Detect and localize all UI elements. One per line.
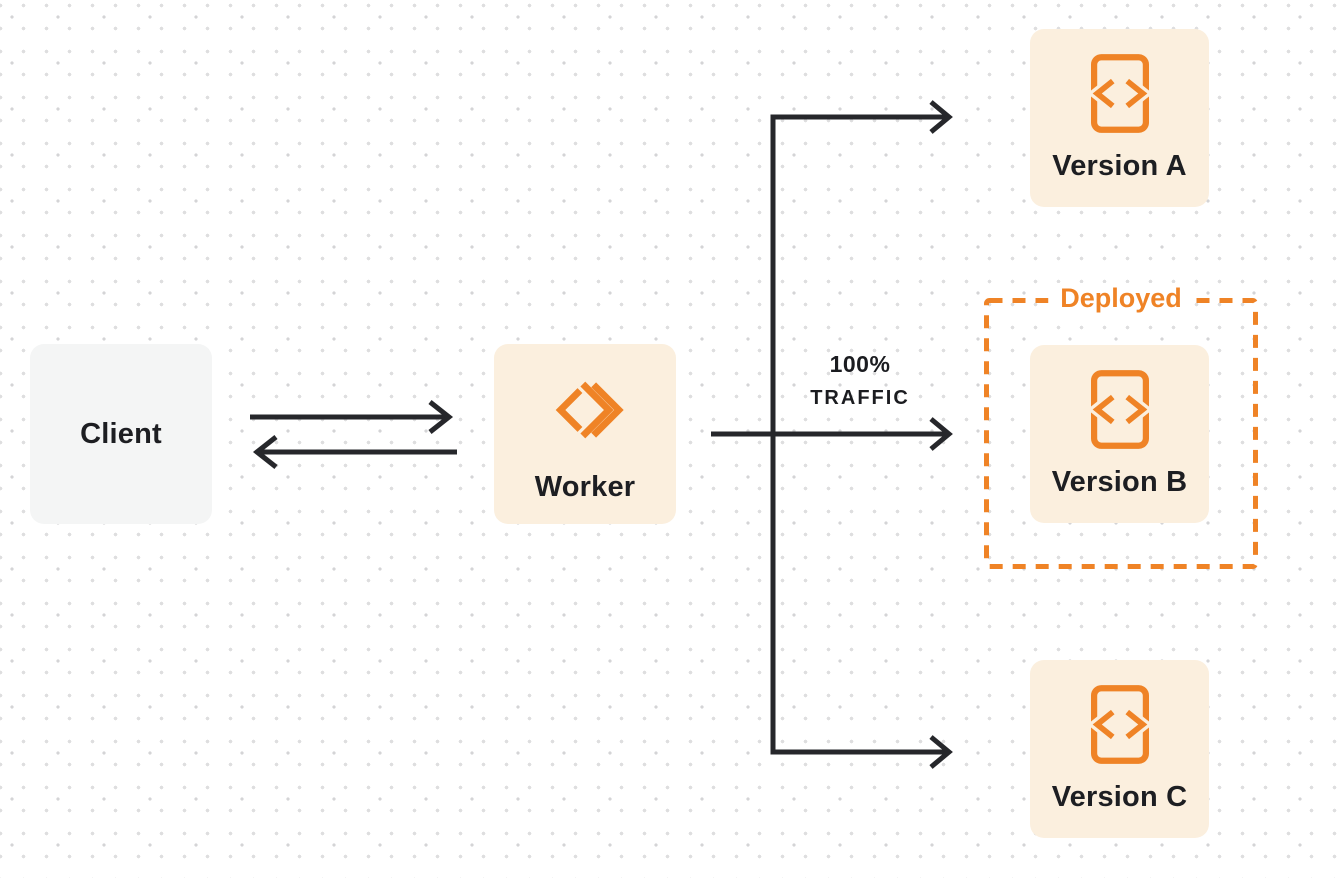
code-file-icon: [1086, 54, 1153, 133]
traffic-percent-text: 100%: [829, 351, 891, 377]
deployed-dashed-border: [984, 298, 1258, 569]
arrow-worker-to-client: [252, 435, 457, 469]
workers-logo-icon: [555, 381, 624, 439]
node-version-c: Version C: [1030, 660, 1209, 838]
node-version-b-label: Version B: [1051, 466, 1188, 498]
deployed-group: Deployed: [984, 283, 1258, 569]
node-worker: Worker: [494, 344, 676, 524]
arrow-branch-version-a-and-c: [770, 100, 953, 769]
code-file-icon: [1086, 370, 1153, 449]
node-client-label: Client: [80, 417, 162, 450]
traffic-edge-label: 100% TRAFFIC: [790, 351, 930, 410]
arrow-worker-to-version-b: [711, 417, 953, 451]
arrow-client-to-worker: [250, 400, 454, 434]
traffic-word-text: TRAFFIC: [810, 387, 910, 409]
node-version-b: Version B: [1030, 345, 1209, 523]
node-worker-label: Worker: [534, 471, 636, 503]
node-version-a: Version A: [1030, 29, 1209, 207]
deployed-group-label: Deployed: [1048, 283, 1194, 313]
node-client: Client: [30, 344, 212, 524]
code-file-icon: [1086, 685, 1153, 764]
node-version-a-label: Version A: [1052, 150, 1187, 182]
node-version-c-label: Version C: [1051, 781, 1188, 813]
